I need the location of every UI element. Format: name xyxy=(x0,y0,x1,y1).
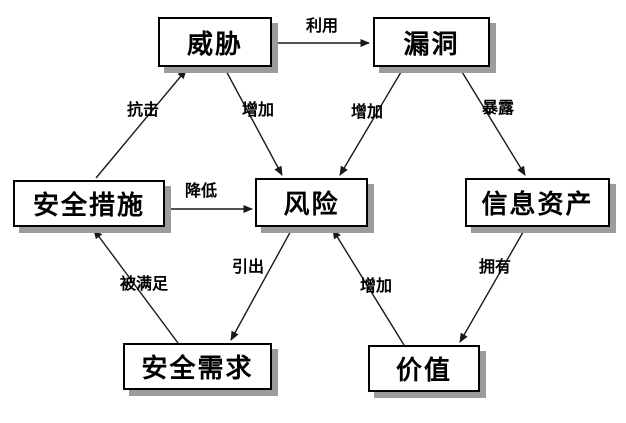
arrow-measures-resist-threat xyxy=(95,69,187,179)
node-security-requirements: 安全需求 xyxy=(123,343,272,390)
arrow-vulnerability-increases-risk xyxy=(339,66,405,176)
node-value: 价值 xyxy=(368,345,480,392)
arrow-vulnerability-exposes-assets xyxy=(458,66,526,176)
arrow-threat-increases-risk xyxy=(223,66,283,176)
edge-label-exploit: 利用 xyxy=(305,16,339,35)
node-security-measures: 安全措施 xyxy=(13,180,165,227)
arrow-assets-own-value xyxy=(459,226,527,343)
edge-label-own: 拥有 xyxy=(478,257,512,276)
edge-label-increase-threat: 增加 xyxy=(241,100,275,119)
edge-label-resist: 抗击 xyxy=(126,100,160,119)
edge-label-derive: 引出 xyxy=(231,257,265,276)
edge-label-expose: 暴露 xyxy=(481,98,515,117)
edge-label-increase-vulnerability: 增加 xyxy=(350,102,384,121)
node-risk: 风险 xyxy=(255,178,368,227)
arrow-value-increases-risk xyxy=(332,229,405,346)
edge-label-increase-value: 增加 xyxy=(359,276,393,295)
edge-label-satisfied: 被满足 xyxy=(119,274,169,293)
node-information-assets: 信息资产 xyxy=(465,178,610,227)
node-vulnerability: 漏洞 xyxy=(373,17,490,67)
arrow-risk-derives-requirements xyxy=(230,226,294,341)
arrow-requirements-satisfied-by-measures xyxy=(93,229,179,344)
edge-label-reduce: 降低 xyxy=(184,181,218,200)
node-threat: 威胁 xyxy=(158,17,272,67)
